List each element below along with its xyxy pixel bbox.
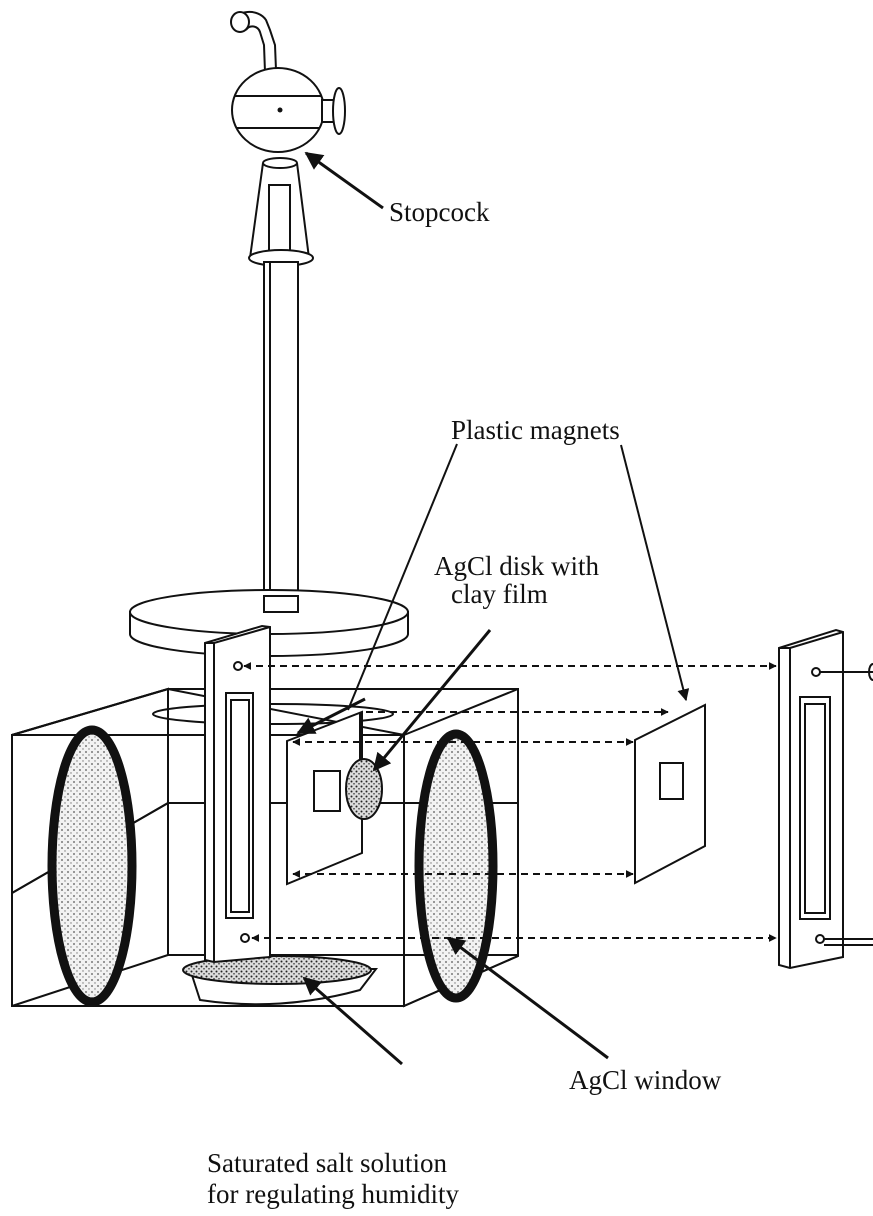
plastic-magnets-label: Plastic magnets bbox=[451, 415, 620, 445]
stopcock-label: Stopcock bbox=[389, 197, 490, 227]
right-agcl-window bbox=[414, 729, 498, 1003]
salt-solution-label-line1: Saturated salt solution bbox=[207, 1148, 447, 1178]
salt-solution-tray bbox=[182, 955, 379, 1006]
right-plastic-magnet bbox=[634, 703, 706, 885]
agcl-disk-label-line2: clay film bbox=[451, 579, 548, 609]
right-holder-bar bbox=[778, 628, 873, 970]
callout-pointers bbox=[296, 151, 690, 1066]
salt-solution-label-line2: for regulating humidity bbox=[207, 1179, 459, 1209]
agcl-disk-label-line1: AgCl disk with bbox=[434, 551, 600, 581]
assembly-guides bbox=[243, 662, 777, 942]
sample-chamber-box bbox=[11, 687, 519, 1008]
sample-holder-bar bbox=[204, 624, 271, 964]
stopcock bbox=[230, 11, 346, 605]
left-agcl-window bbox=[47, 725, 137, 1007]
left-plastic-magnet bbox=[286, 710, 363, 886]
agcl-window-label: AgCl window bbox=[569, 1065, 722, 1095]
agcl-disk bbox=[345, 758, 383, 820]
